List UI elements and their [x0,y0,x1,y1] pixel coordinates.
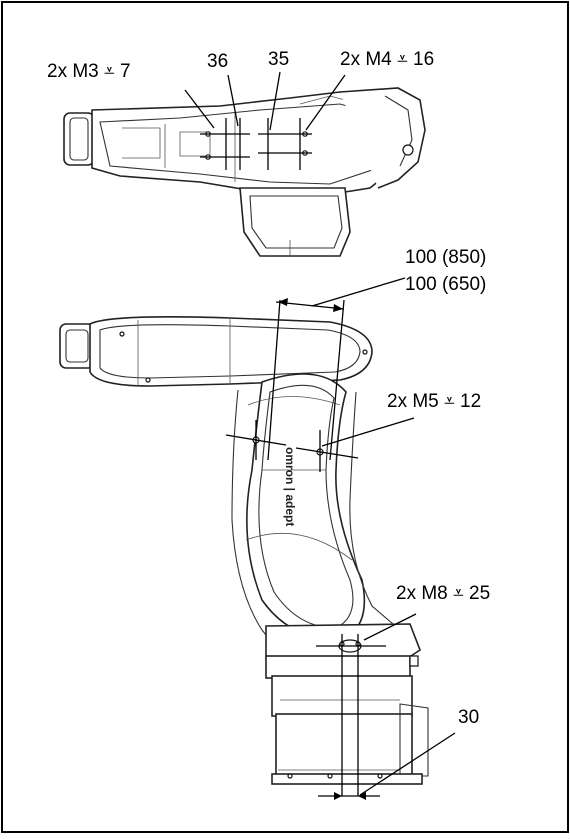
dimension-arm-650: 100 (650) [405,274,487,295]
callout-m8-base: 2x M8 ⩡ 25 [396,583,491,604]
side-view-robot [59,316,429,785]
dimension-35: 35 [268,49,290,70]
callout-m3-top: 2x M3 ⩡ 7 [47,61,131,82]
top-view-robot [63,87,426,257]
side-view-leaders [225,277,456,800]
brand-logo: omron | adept [283,447,297,526]
dimension-30: 30 [458,707,480,728]
dimension-36: 36 [207,51,229,72]
callout-m5-link: 2x M5 ⩡ 12 [387,391,482,412]
top-view-leaders [184,71,346,131]
callout-m4-top: 2x M4 ⩡ 16 [340,49,435,70]
dimension-arm-850: 100 (850) [405,247,487,268]
